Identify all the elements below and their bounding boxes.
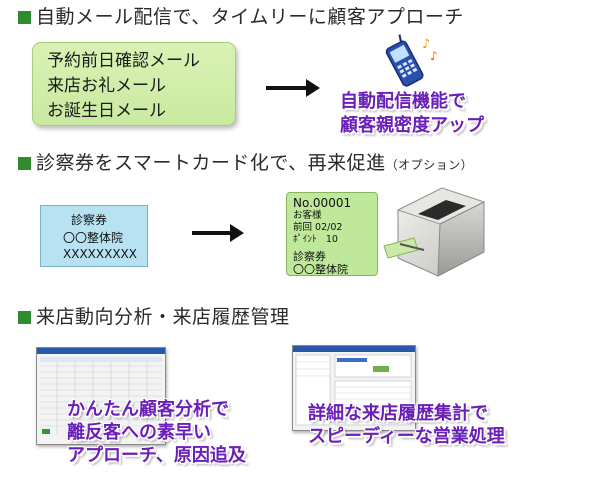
heading-square-icon <box>18 157 31 170</box>
card-printer-icon <box>383 187 486 277</box>
smart-card-previous: 前回 02/02 <box>293 222 377 234</box>
phone-icon: ♪ ♪ <box>385 34 438 87</box>
paper-card-clinic: 〇〇整体院 <box>63 231 124 245</box>
svg-text:♪: ♪ <box>430 49 438 63</box>
arrow-right-icon <box>192 224 244 242</box>
auto-delivery-line-2: 顧客親密度アップ <box>340 115 484 136</box>
smart-card-points-value: 10 <box>325 234 338 245</box>
auto-delivery-callout: 自動配信機能で 顧客親密度アップ <box>340 90 484 138</box>
section-heading-email: 自動メール配信で、タイムリーに顧客アプローチ <box>18 6 464 28</box>
auto-delivery-line-1: 自動配信機能で <box>340 91 466 112</box>
smart-card-clinic: 〇〇整体院 <box>293 263 348 276</box>
smart-card-points-label: ﾎﾟｲﾝﾄ <box>293 234 317 245</box>
email-types-box: 予約前日確認メール 来店お礼メール お誕生日メール <box>32 42 236 126</box>
smart-card: No.00001 お客様 前回 02/02 ﾎﾟｲﾝﾄ 10 診察券 〇〇整体院 <box>286 192 378 276</box>
analysis-line-3: アプローチ、原因追及 <box>67 445 246 466</box>
analysis-table-image <box>40 357 162 434</box>
paper-patient-card: 診察券 〇〇整体院 XXXXXXXXX <box>40 205 148 267</box>
history-screenshot <box>292 345 416 431</box>
analysis-line-2: 離反客への素早い <box>67 422 211 443</box>
section-heading-smartcard-text: 診察券をスマートカード化で、再来促進 <box>36 152 386 174</box>
history-line-2: スピーディーな営業処理 <box>308 426 505 447</box>
section-heading-smartcard: 診察券をスマートカード化で、再来促進（オプション） <box>18 152 473 176</box>
heading-square-icon <box>18 11 31 24</box>
smart-card-number: No.00001 <box>293 196 352 210</box>
email-type-reservation: 予約前日確認メール <box>47 51 200 71</box>
smart-card-customer: お客様 <box>293 210 322 221</box>
smart-card-previous-date: 02/02 <box>315 222 343 233</box>
smart-card-title: 診察券 <box>293 250 326 263</box>
arrow-right-icon <box>266 79 320 97</box>
music-note-icon: ♪ ♪ <box>422 37 438 63</box>
analysis-callout: かんたん顧客分析で 離反客への素早い アプローチ、原因追及 <box>67 398 246 467</box>
email-type-thanks: 来店お礼メール <box>47 76 166 96</box>
history-table-image <box>295 354 412 426</box>
section-heading-analysis-text: 来店動向分析・来店履歴管理 <box>36 306 290 328</box>
analysis-line-1: かんたん顧客分析で <box>67 399 229 420</box>
analysis-screenshot <box>36 347 166 445</box>
email-type-birthday: お誕生日メール <box>47 101 166 121</box>
smart-card-previous-label: 前回 <box>293 222 313 233</box>
paper-card-number: XXXXXXXXX <box>63 247 137 261</box>
history-line-1: 詳細な来店履歴集計で <box>308 403 488 424</box>
option-note: （オプション） <box>385 158 474 172</box>
heading-square-icon <box>18 311 31 324</box>
smart-card-points: ﾎﾟｲﾝﾄ 10 <box>293 234 377 246</box>
section-heading-analysis: 来店動向分析・来店履歴管理 <box>18 306 290 328</box>
history-callout: 詳細な来店履歴集計で スピーディーな営業処理 <box>308 402 505 448</box>
section-heading-email-text: 自動メール配信で、タイムリーに顧客アプローチ <box>36 6 464 28</box>
svg-text:♪: ♪ <box>422 37 430 52</box>
paper-card-title: 診察券 <box>71 213 108 227</box>
